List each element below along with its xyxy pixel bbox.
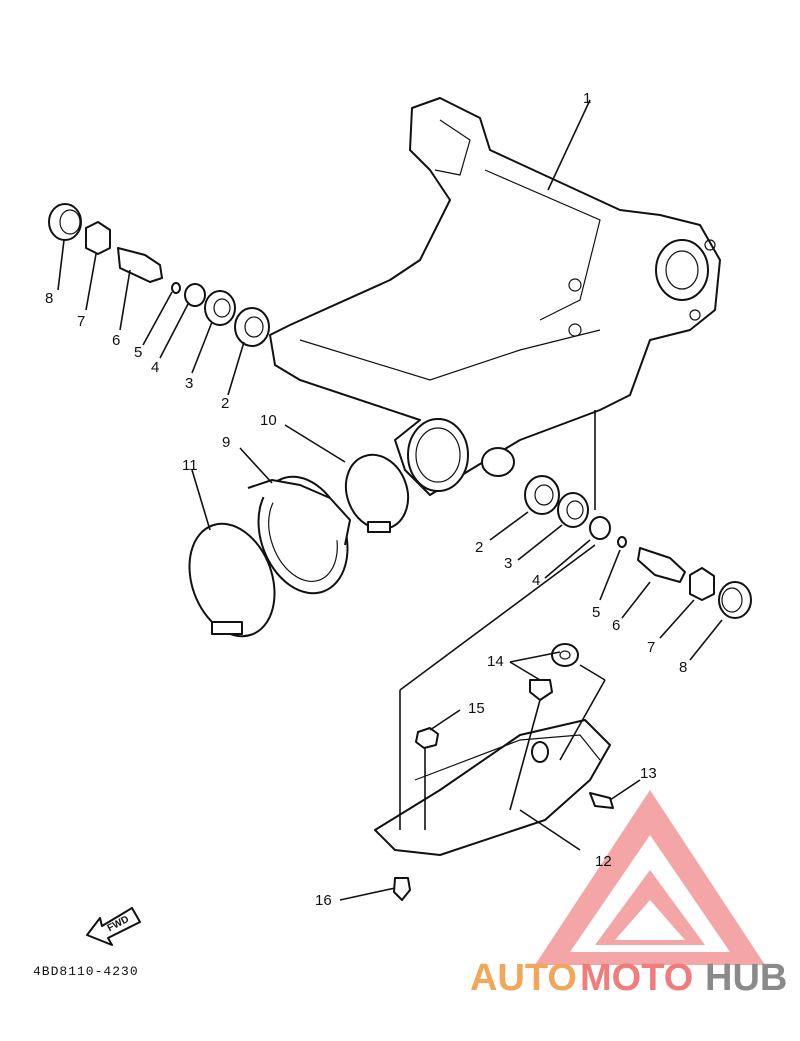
guard-assembly [374,643,614,901]
left-pivot-parts [48,203,270,347]
cap-right [718,581,752,619]
collar-left [184,283,206,307]
callout-nut-left: 7 [77,313,85,330]
callout-ring-right: 5 [592,604,600,621]
callout-seal-right: 3 [504,555,512,572]
callout-collar-right: 4 [532,572,540,589]
shaft-left [117,247,163,283]
seal-right [557,492,589,528]
bearing-left [234,307,270,347]
callout-cap-left: 8 [45,290,53,307]
callout-clip: 13 [640,765,657,782]
callout-collar-left: 4 [151,359,159,376]
swingarm [269,97,721,496]
callout-nut-right: 7 [647,639,655,656]
nut-left [85,221,111,255]
callout-bearing-right: 2 [475,539,483,556]
seal-left [204,290,236,326]
callout-guard: 12 [595,853,612,870]
callout-grommet: 15 [468,700,485,717]
nut-right [689,567,715,601]
fwd-arrow: FWD [86,907,141,946]
watermark-text: AUTO MOTO HUB [470,957,787,999]
callout-seal-left: 3 [185,375,193,392]
callout-bearing-left: 2 [221,395,229,412]
callout-band-small: 10 [260,412,277,429]
ring-right [617,536,627,548]
callout-damper: 14 [487,653,504,670]
clip [589,792,614,809]
damper-mid [529,679,553,701]
collar-right [589,516,611,540]
right-pivot-parts [524,475,752,619]
bolt [393,877,411,901]
boot-assembly [188,453,410,638]
callout-shaft-right: 6 [612,617,620,634]
watermark-moto: MOTO [580,957,693,999]
leader-lines [57,99,723,901]
callout-ring-left: 5 [134,344,142,361]
guard [374,719,611,856]
callout-cap-right: 8 [679,659,687,676]
ring-left [171,282,181,294]
callout-boot: 9 [222,434,230,451]
watermark-logo [535,790,765,965]
shaft-right [637,547,686,583]
damper-top [551,643,579,667]
grommet [415,727,439,749]
watermark-auto: AUTO [470,957,577,999]
part-code: 4BD8110-4230 [33,964,139,979]
callouts: 1 8 7 6 5 4 3 2 10 9 11 2 3 4 5 6 7 8 14… [45,90,687,909]
callout-shaft-left: 6 [112,332,120,349]
callout-bolt: 16 [315,892,332,909]
bearing-right [524,475,560,515]
callout-swingarm: 1 [583,90,591,107]
watermark-hub: HUB [705,957,787,999]
callout-band-large: 11 [182,457,198,474]
band-large [188,522,276,638]
cap-left [48,203,82,241]
